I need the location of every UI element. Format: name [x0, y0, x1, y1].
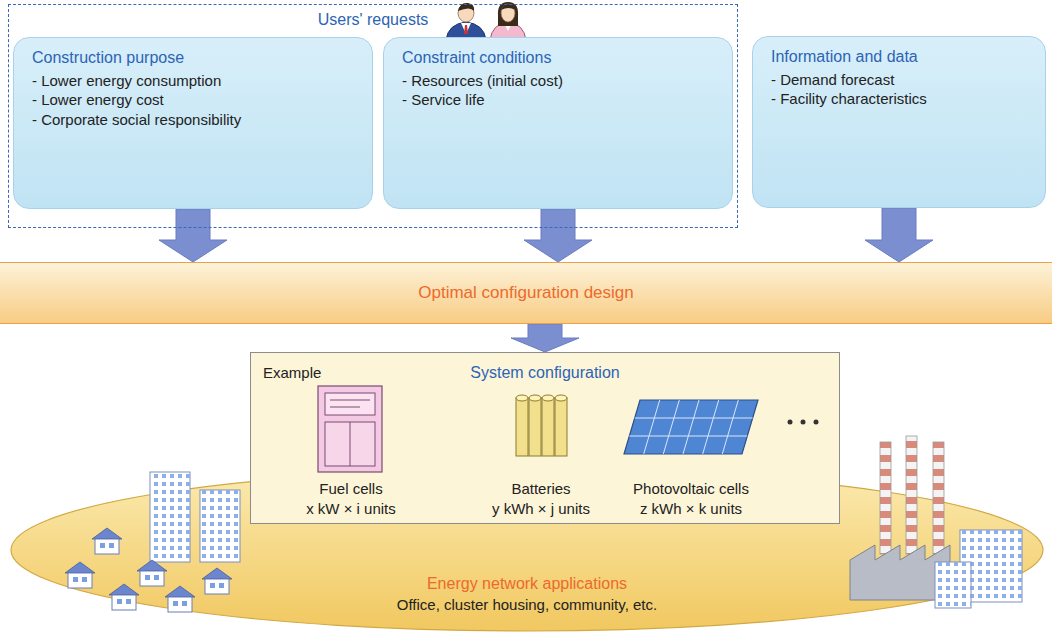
item-name: Photovoltaic cells [633, 479, 749, 499]
group-title: Users' requests [9, 10, 737, 31]
information-box: Information and data- Demand forecast- F… [752, 36, 1046, 208]
application-list: Office, cluster housing, community, etc. [10, 595, 1044, 615]
bullet-item: - Demand forecast [771, 70, 1033, 90]
item-quantity: z kWh × k units [633, 499, 749, 519]
design-band: Optimal configuration design [0, 262, 1052, 324]
bullet-item: - Corporate social responsibility [32, 110, 360, 130]
block-arrow [524, 209, 592, 262]
fuel-cell-icon [318, 386, 382, 472]
heading-wrap: System configuration [251, 363, 839, 384]
bullet-item: - Resources (initial cost) [402, 71, 720, 91]
box-heading: System configuration [251, 363, 839, 384]
box-heading: Information and data [771, 47, 1033, 68]
band-label: Optimal configuration design [418, 282, 633, 304]
ellipse-text-wrap: Energy network applicationsOffice, clust… [10, 574, 1044, 614]
equipment-item: Batteriesy kWh × j units [492, 479, 590, 518]
block-arrow [159, 209, 227, 262]
housing-illustration [65, 472, 240, 612]
item-name: Fuel cells [306, 479, 396, 499]
example-label: Example [263, 363, 321, 383]
box-heading: Construction purpose [32, 48, 360, 69]
man-figure [446, 3, 486, 40]
block-arrow [511, 324, 579, 352]
block-arrow [865, 208, 933, 262]
bullet-item: - Lower energy consumption [32, 71, 360, 91]
application-title: Energy network applications [10, 574, 1044, 595]
title-wrap: Users' requests [9, 10, 737, 31]
woman-figure [490, 2, 526, 40]
equipment-item: Photovoltaic cellsz kWh × k units [633, 479, 749, 518]
item-quantity: y kWh × j units [492, 499, 590, 519]
bullet-item: - Facility characteristics [771, 89, 1033, 109]
purpose-box: Construction purpose- Lower energy consu… [13, 37, 373, 209]
constraint-box: Constraint conditions- Resources (initia… [383, 37, 733, 209]
item-quantity: x kW × i units [306, 499, 396, 519]
bullet-item: - Service life [402, 90, 720, 110]
bullet-item: - Lower energy cost [32, 90, 360, 110]
example-wrap: Example [263, 363, 321, 383]
battery-icon [516, 395, 567, 456]
box-heading: Constraint conditions [402, 48, 720, 69]
ellipsis-dots [788, 420, 819, 425]
request-group: Users' requestsConstruction purpose- Low… [8, 4, 738, 228]
item-name: Batteries [492, 479, 590, 499]
factory-illustration [850, 436, 1022, 608]
equipment-item: Fuel cellsx kW × i units [306, 479, 396, 518]
photovoltaic-panel-icon [624, 400, 758, 454]
